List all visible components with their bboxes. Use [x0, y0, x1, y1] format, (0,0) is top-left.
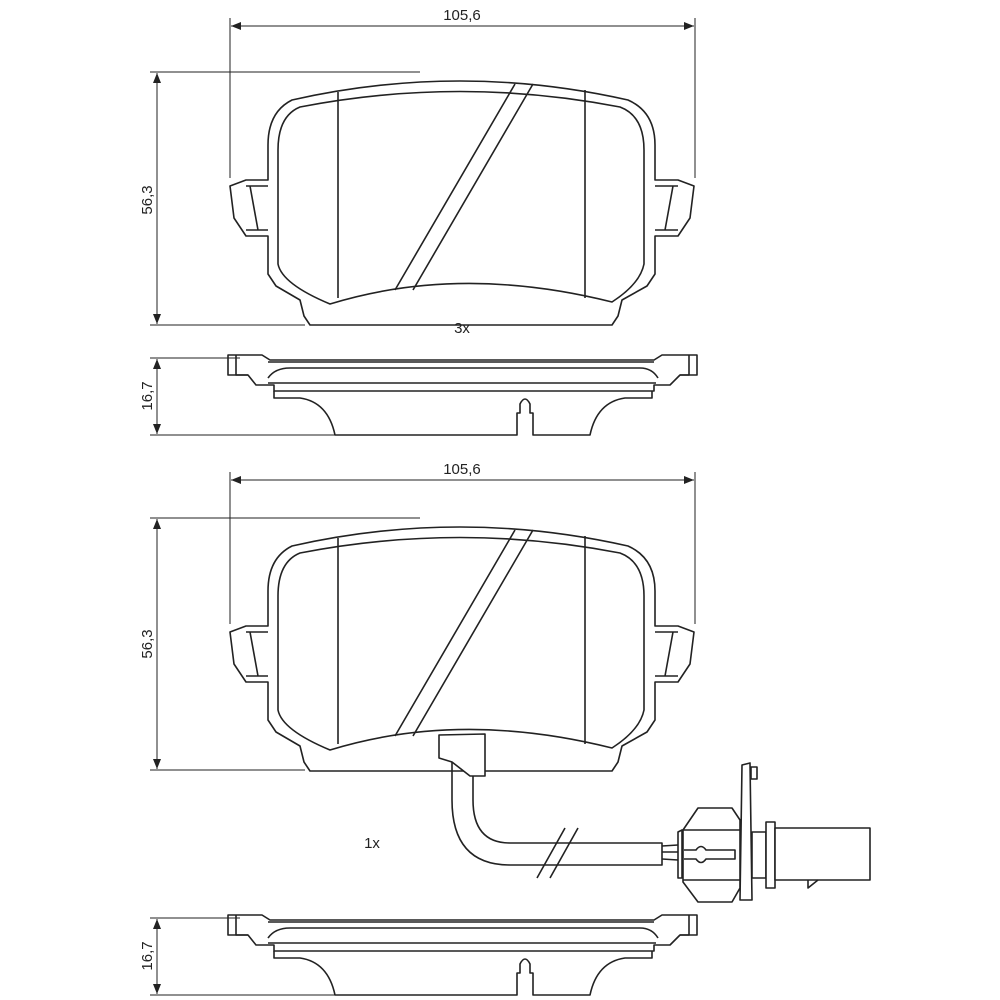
- quantity-label-bottom: 1x: [364, 835, 380, 852]
- top-pad-front-view: [229, 80, 695, 326]
- dimension-lines-bottom: [150, 472, 696, 996]
- thickness-dimension-bottom: 16,7: [139, 941, 156, 970]
- top-pad-side-view: [227, 354, 698, 436]
- quantity-label-top: 3x: [454, 320, 470, 337]
- height-dimension-bottom: 56,3: [139, 629, 156, 658]
- height-dimension-top: 56,3: [139, 185, 156, 214]
- width-dimension-top: 105,6: [443, 7, 481, 24]
- dimension-lines-top: [150, 18, 696, 436]
- wear-sensor: [438, 733, 871, 903]
- thickness-dimension-top: 16,7: [139, 381, 156, 410]
- width-dimension-bottom: 105,6: [443, 461, 481, 478]
- bottom-pad-side-view: [227, 914, 698, 996]
